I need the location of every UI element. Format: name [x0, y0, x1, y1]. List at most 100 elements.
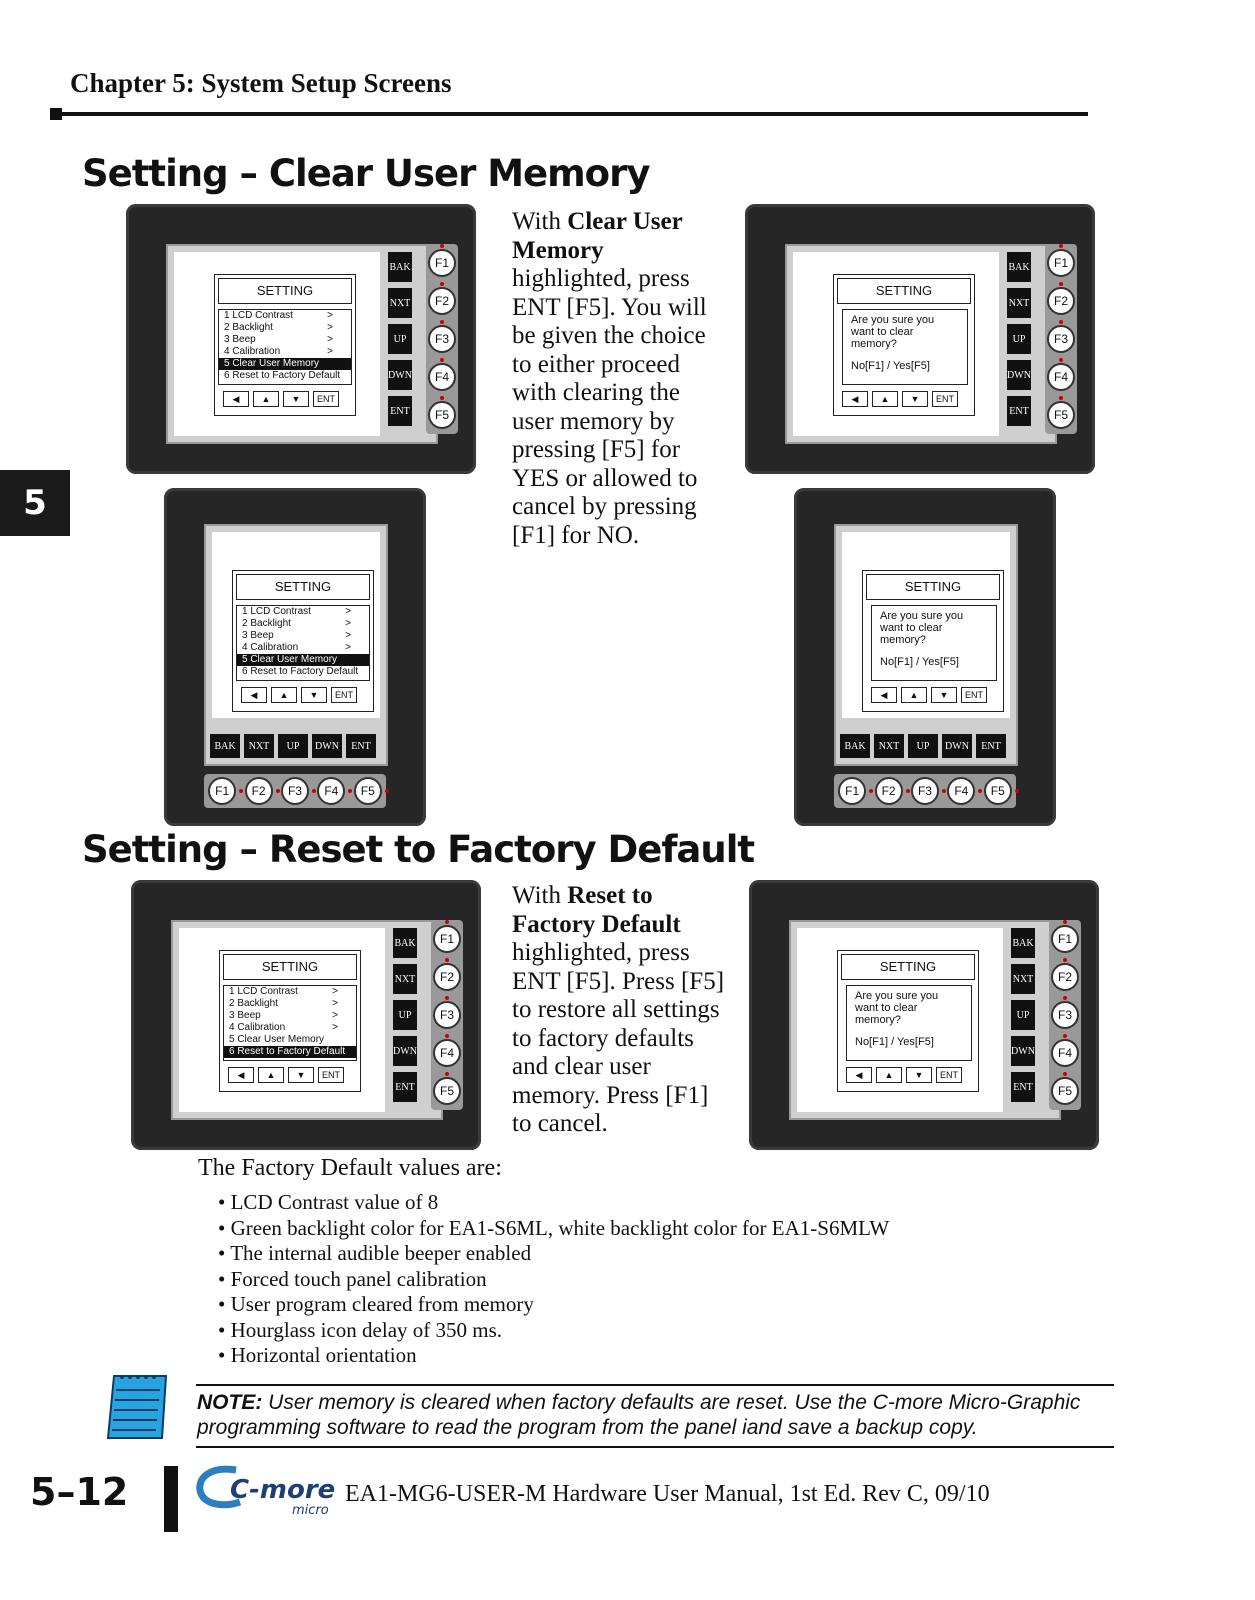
function-key-f5[interactable]: F5 — [1047, 396, 1075, 429]
menu-item[interactable]: 4 Calibration> — [237, 642, 369, 654]
menu-item[interactable]: 6 Reset to Factory Default — [224, 1046, 356, 1058]
function-key-f3[interactable]: F3 — [1047, 320, 1075, 353]
softkey-ent[interactable]: ENT — [1011, 1072, 1035, 1102]
menu-item[interactable]: 3 Beep> — [224, 1010, 356, 1022]
function-key-f4[interactable]: F4 — [317, 777, 353, 805]
softkey-bak[interactable]: BAK — [840, 734, 870, 758]
softkey-dwn[interactable]: DWN — [393, 1036, 417, 1066]
nav-ent-button[interactable]: ENT — [313, 391, 339, 407]
menu-item[interactable]: 4 Calibration> — [219, 346, 351, 358]
softkey-up[interactable]: UP — [908, 734, 938, 758]
softkey-ent[interactable]: ENT — [1007, 396, 1031, 426]
softkey-bak[interactable]: BAK — [393, 928, 417, 958]
menu-item[interactable]: 5 Clear User Memory — [237, 654, 369, 666]
function-key-f5[interactable]: F5 — [433, 1072, 461, 1105]
softkey-ent[interactable]: ENT — [393, 1072, 417, 1102]
function-key-f5[interactable]: F5 — [983, 777, 1019, 805]
function-key-f4[interactable]: F4 — [1047, 358, 1075, 391]
dialog-choice[interactable]: No[F1] / Yes[F5] — [851, 360, 930, 372]
function-key-f1[interactable]: F1 — [208, 777, 244, 805]
function-key-f5[interactable]: F5 — [428, 396, 456, 429]
function-key-f5[interactable]: F5 — [353, 777, 389, 805]
softkey-bak[interactable]: BAK — [1011, 928, 1035, 958]
function-key-f1[interactable]: F1 — [838, 777, 874, 805]
softkey-bak[interactable]: BAK — [210, 734, 240, 758]
softkey-nxt[interactable]: NXT — [1011, 964, 1035, 994]
softkey-bak[interactable]: BAK — [388, 252, 412, 282]
nav-arrow-button[interactable]: ▲ — [872, 391, 898, 407]
dialog-choice[interactable]: No[F1] / Yes[F5] — [880, 656, 959, 668]
nav-arrow-button[interactable]: ▼ — [902, 391, 928, 407]
nav-arrow-button[interactable]: ◀ — [241, 687, 267, 703]
function-key-f4[interactable]: F4 — [433, 1034, 461, 1067]
softkey-nxt[interactable]: NXT — [388, 288, 412, 318]
function-key-f2[interactable]: F2 — [874, 777, 910, 805]
softkey-dwn[interactable]: DWN — [388, 360, 412, 390]
nav-arrow-button[interactable]: ◀ — [846, 1067, 872, 1083]
function-key-f4[interactable]: F4 — [1051, 1034, 1079, 1067]
nav-ent-button[interactable]: ENT — [318, 1067, 344, 1083]
function-key-f5[interactable]: F5 — [1051, 1072, 1079, 1105]
softkey-dwn[interactable]: DWN — [312, 734, 342, 758]
function-key-f3[interactable]: F3 — [280, 777, 316, 805]
nav-arrow-button[interactable]: ▲ — [901, 687, 927, 703]
softkey-ent[interactable]: ENT — [976, 734, 1006, 758]
nav-arrow-button[interactable]: ▲ — [271, 687, 297, 703]
function-key-f1[interactable]: F1 — [428, 244, 456, 277]
nav-ent-button[interactable]: ENT — [961, 687, 987, 703]
menu-item[interactable]: 5 Clear User Memory — [224, 1034, 356, 1046]
menu-item[interactable]: 4 Calibration> — [224, 1022, 356, 1034]
softkey-nxt[interactable]: NXT — [393, 964, 417, 994]
function-key-f2[interactable]: F2 — [244, 777, 280, 805]
nav-ent-button[interactable]: ENT — [932, 391, 958, 407]
function-key-f3[interactable]: F3 — [910, 777, 946, 805]
function-key-f4[interactable]: F4 — [428, 358, 456, 391]
function-key-f2[interactable]: F2 — [1051, 958, 1079, 991]
function-key-f2[interactable]: F2 — [1047, 282, 1075, 315]
nav-arrow-button[interactable]: ◀ — [228, 1067, 254, 1083]
menu-item[interactable]: 1 LCD Contrast> — [237, 606, 369, 618]
menu-item[interactable]: 5 Clear User Memory — [219, 358, 351, 370]
nav-arrow-button[interactable]: ▲ — [258, 1067, 284, 1083]
softkey-bak[interactable]: BAK — [1007, 252, 1031, 282]
nav-arrow-button[interactable]: ◀ — [842, 391, 868, 407]
softkey-nxt[interactable]: NXT — [874, 734, 904, 758]
softkey-up[interactable]: UP — [1007, 324, 1031, 354]
softkey-dwn[interactable]: DWN — [1011, 1036, 1035, 1066]
menu-item[interactable]: 2 Backlight> — [224, 998, 356, 1010]
menu-item[interactable]: 3 Beep> — [219, 334, 351, 346]
nav-arrow-button[interactable]: ▲ — [253, 391, 279, 407]
function-key-f1[interactable]: F1 — [1051, 920, 1079, 953]
menu-item[interactable]: 1 LCD Contrast> — [219, 310, 351, 322]
softkey-dwn[interactable]: DWN — [942, 734, 972, 758]
nav-arrow-button[interactable]: ◀ — [871, 687, 897, 703]
function-key-f4[interactable]: F4 — [947, 777, 983, 805]
nav-arrow-button[interactable]: ▼ — [288, 1067, 314, 1083]
nav-arrow-button[interactable]: ▲ — [876, 1067, 902, 1083]
menu-item[interactable]: 1 LCD Contrast> — [224, 986, 356, 998]
nav-arrow-button[interactable]: ◀ — [223, 391, 249, 407]
softkey-up[interactable]: UP — [1011, 1000, 1035, 1030]
menu-item[interactable]: 6 Reset to Factory Default — [237, 666, 369, 678]
softkey-dwn[interactable]: DWN — [1007, 360, 1031, 390]
nav-arrow-button[interactable]: ▼ — [906, 1067, 932, 1083]
function-key-f3[interactable]: F3 — [428, 320, 456, 353]
dialog-choice[interactable]: No[F1] / Yes[F5] — [855, 1036, 934, 1048]
softkey-nxt[interactable]: NXT — [244, 734, 274, 758]
menu-item[interactable]: 6 Reset to Factory Default — [219, 370, 351, 382]
nav-arrow-button[interactable]: ▼ — [283, 391, 309, 407]
function-key-f2[interactable]: F2 — [428, 282, 456, 315]
menu-item[interactable]: 3 Beep> — [237, 630, 369, 642]
function-key-f1[interactable]: F1 — [1047, 244, 1075, 277]
softkey-ent[interactable]: ENT — [388, 396, 412, 426]
function-key-f1[interactable]: F1 — [433, 920, 461, 953]
nav-arrow-button[interactable]: ▼ — [301, 687, 327, 703]
menu-item[interactable]: 2 Backlight> — [219, 322, 351, 334]
softkey-up[interactable]: UP — [393, 1000, 417, 1030]
function-key-f3[interactable]: F3 — [433, 996, 461, 1029]
nav-ent-button[interactable]: ENT — [331, 687, 357, 703]
function-key-f2[interactable]: F2 — [433, 958, 461, 991]
function-key-f3[interactable]: F3 — [1051, 996, 1079, 1029]
softkey-nxt[interactable]: NXT — [1007, 288, 1031, 318]
nav-ent-button[interactable]: ENT — [936, 1067, 962, 1083]
